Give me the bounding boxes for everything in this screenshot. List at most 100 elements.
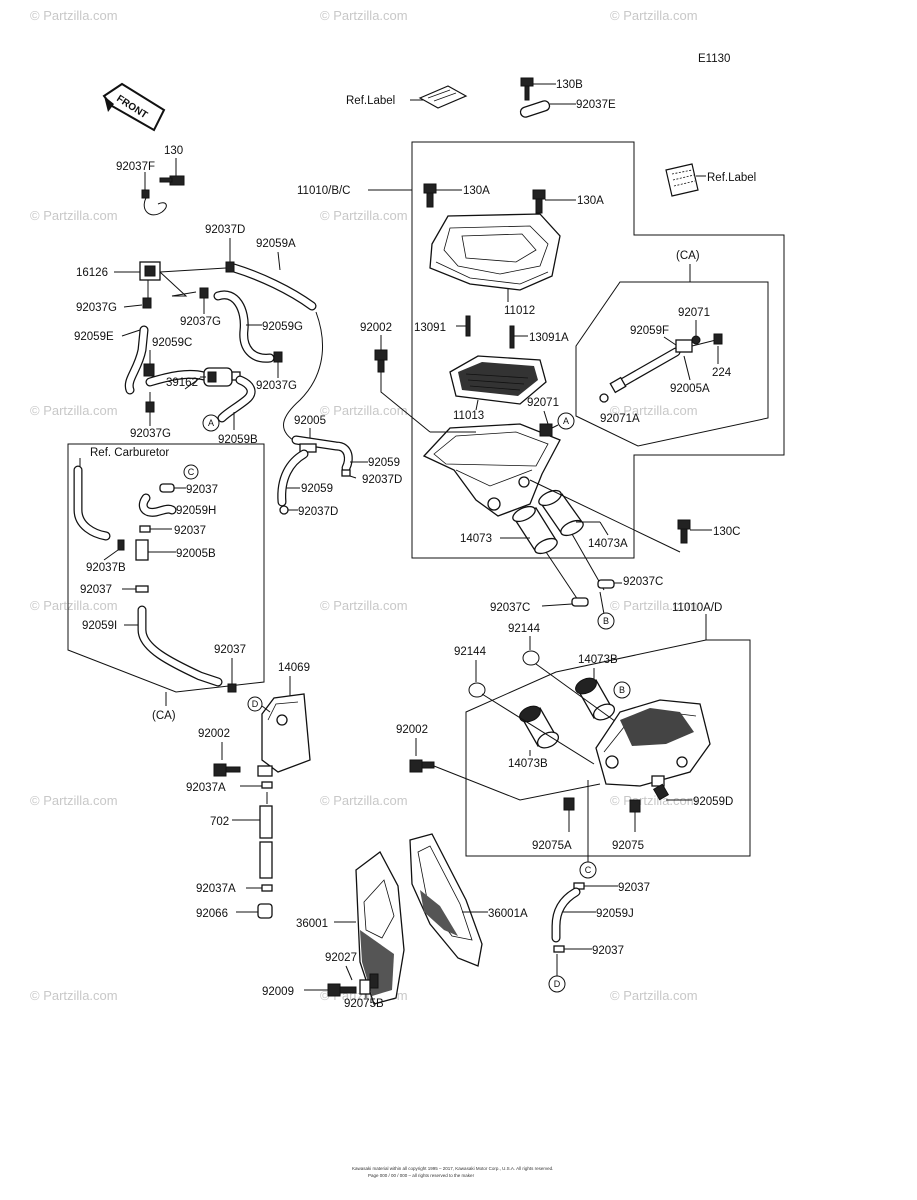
bolt-icon [213, 763, 241, 777]
carburetor-hose [138, 493, 177, 517]
part-92144-2: 92144 [454, 646, 487, 658]
ca-subassembly-frame [575, 264, 769, 447]
part-92002-1: 92002 [360, 322, 392, 334]
part-92005: 92005 [294, 415, 326, 427]
part-92005B: 92005B [176, 548, 216, 560]
clamp-icon [225, 261, 235, 273]
part-36001A: 36001A [488, 908, 528, 920]
bolt-icon [327, 973, 379, 997]
part-13091A: 13091A [529, 332, 569, 344]
clamp-icon [117, 539, 125, 551]
part-92059H: 92059H [176, 505, 216, 517]
o-ring-icon [468, 682, 486, 698]
footer-copyright: Kawasaki material within all copyright 1… [352, 1166, 553, 1171]
watermark: © Partzilla.com [320, 403, 408, 418]
vent-hose [551, 887, 581, 943]
intake-boot [575, 677, 616, 721]
drain-tube-icon [259, 805, 273, 879]
part-702: 702 [210, 816, 229, 828]
part-92037D-3: 92037D [298, 506, 338, 518]
watermark: © Partzilla.com [610, 8, 698, 23]
watermark: © Partzilla.com [30, 8, 118, 23]
watermark: © Partzilla.com [30, 988, 118, 1003]
part-92059C: 92059C [152, 337, 192, 349]
watermark: © Partzilla.com [610, 988, 698, 1003]
part-92059-1: 92059 [368, 457, 400, 469]
part-92075A: 92075A [532, 840, 572, 852]
ref-marker-c [183, 464, 199, 480]
part-11010AD: 11010A/D [672, 602, 722, 614]
part-130A-1: 130A [463, 185, 490, 197]
ref-marker-c [579, 861, 597, 879]
watermark: © Partzilla.com [320, 8, 408, 23]
vent-hose [124, 325, 149, 395]
ca-carburetor-frame [67, 443, 265, 693]
part-92037F: 92037F [116, 161, 155, 173]
part-92059-2: 92059 [301, 483, 333, 495]
ref-marker-a [202, 414, 220, 432]
nut-icon [629, 799, 641, 813]
part-92037G-4: 92037G [130, 428, 171, 440]
ref-marker-b [613, 681, 631, 699]
clamp-icon [159, 483, 175, 493]
part-92059G: 92059G [262, 321, 303, 333]
label-sticker-icon [418, 85, 468, 109]
clamp-icon [143, 363, 155, 377]
ca-label-right: (CA) [676, 250, 700, 262]
nut-icon [539, 423, 553, 437]
svg-text:C: C [188, 467, 195, 477]
watermark: © Partzilla.com [30, 403, 118, 418]
clamp-icon [691, 335, 701, 345]
part-92037C-1: 92037C [623, 576, 663, 588]
part-130: 130 [164, 145, 183, 157]
ref-carburetor: Ref. Carburetor [90, 447, 169, 459]
part-11012: 11012 [504, 305, 535, 317]
ref-label-right: Ref.Label [707, 172, 756, 184]
valve-icon [139, 261, 161, 281]
bolt-icon [423, 183, 437, 208]
watermarks: © Partzilla.com © Partzilla.com © Partzi… [30, 8, 698, 1003]
watermark: © Partzilla.com [30, 793, 118, 808]
diagram-code: E1130 [698, 53, 730, 65]
separator-icon [203, 367, 241, 387]
part-92002-3: 92002 [396, 724, 428, 736]
watermark: © Partzilla.com [320, 598, 408, 613]
o-ring-icon [522, 650, 540, 666]
svg-text:C: C [585, 865, 592, 875]
part-92037-4: 92037 [214, 644, 246, 656]
carburetor-hose [73, 465, 111, 541]
nut-icon [563, 797, 575, 811]
ref-marker-d [548, 975, 566, 993]
bolt-icon [159, 175, 185, 186]
airbox-assembly-frame [411, 141, 785, 559]
ca-label-left: (CA) [152, 710, 176, 722]
clamp-icon [135, 585, 149, 593]
part-92075B: 92075B [344, 998, 384, 1010]
bracket-icon [257, 693, 311, 777]
part-92037-5: 92037 [618, 882, 650, 894]
clamp-icon [199, 287, 209, 299]
part-14069: 14069 [278, 662, 310, 674]
part-11013: 11013 [453, 410, 484, 422]
breather-hose-assembly [599, 333, 723, 403]
clamp-icon [273, 351, 283, 363]
part-92059A: 92059A [256, 238, 296, 250]
intake-assembly-frame [465, 624, 751, 857]
part-39162: 39162 [166, 377, 198, 389]
bolt-icon [532, 189, 546, 214]
part-92037D-1: 92037D [205, 224, 245, 236]
clamp-icon [141, 189, 150, 199]
part-92066: 92066 [196, 908, 228, 920]
part-13091: 13091 [414, 322, 446, 334]
part-92037A-1: 92037A [186, 782, 226, 794]
front-arrow-icon: FRONT [102, 82, 166, 132]
part-92037-3: 92037 [80, 584, 112, 596]
watermark: © Partzilla.com [320, 208, 408, 223]
clamp-icon [261, 884, 273, 892]
svg-text:D: D [554, 979, 561, 989]
part-130B: 130B [556, 79, 583, 91]
part-92037-6: 92037 [592, 945, 624, 957]
svg-text:B: B [619, 685, 625, 695]
watermark: © Partzilla.com [320, 793, 408, 808]
